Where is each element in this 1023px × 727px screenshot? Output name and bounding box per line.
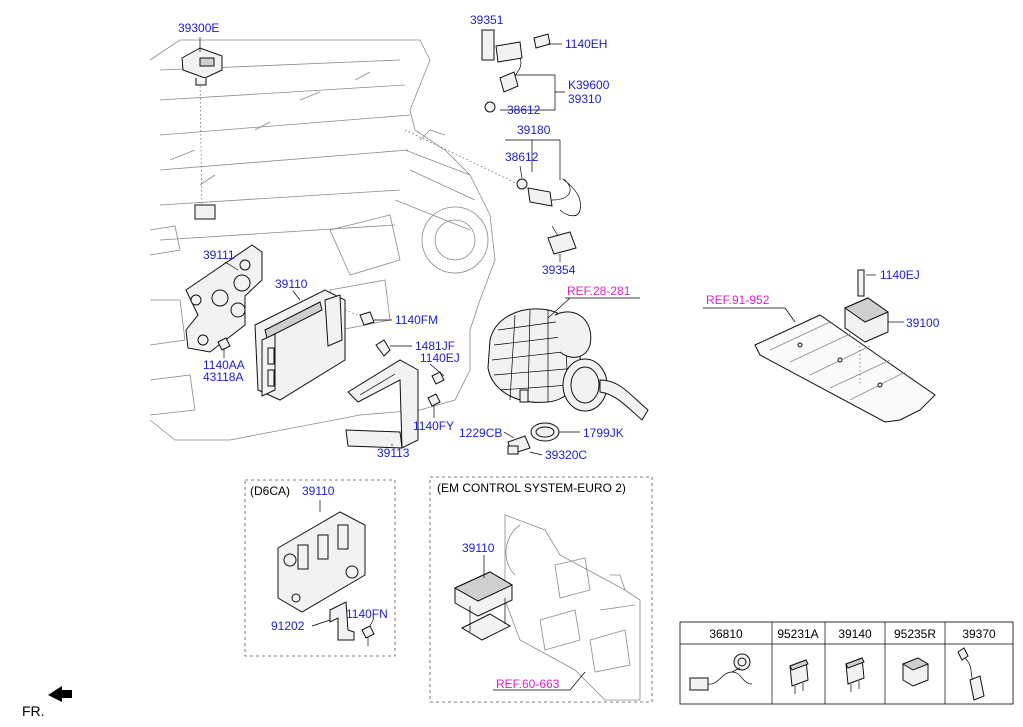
leader-39110 xyxy=(292,290,301,301)
label-38612-mid: 38612 xyxy=(505,150,539,164)
table-headers: 36810 95231A 39140 95235R 39370 xyxy=(709,627,996,641)
cab-panel-drawing xyxy=(504,514,641,701)
relay-39100-drawing xyxy=(843,269,890,385)
label-39354: 39354 xyxy=(542,263,576,277)
clip-1481JF-drawing xyxy=(375,339,391,357)
relay-95231A-icon xyxy=(789,659,809,694)
leader-sensor-dash xyxy=(404,129,521,186)
relay-95235R-icon xyxy=(901,657,930,687)
bolt-1140FM-drawing xyxy=(344,309,375,326)
sensor-39300E-drawing xyxy=(181,47,223,220)
label-d6ca-1140FN: 1140FN xyxy=(346,607,388,621)
floor-panel-drawing xyxy=(754,314,936,423)
ref-28-281[interactable]: REF.28-281 xyxy=(567,284,631,298)
engine-block-drawing xyxy=(149,39,496,441)
bolts-1140EJ-1140FY-drawing xyxy=(427,371,445,418)
label-39113: 39113 xyxy=(377,446,410,460)
ecu-d6ca-drawing xyxy=(277,511,366,613)
leader-1140FN xyxy=(369,617,375,627)
clamp-sensor-drawing xyxy=(507,422,560,455)
ecu-em-drawing xyxy=(453,571,514,641)
label-39100: 39100 xyxy=(906,316,940,330)
ecu-39110-drawing xyxy=(254,289,346,401)
leader-ref91-arrow xyxy=(784,307,796,323)
relay-39140-icon xyxy=(845,657,865,692)
sensor-39310-drawing xyxy=(481,29,551,113)
label-39320C: 39320C xyxy=(545,448,587,462)
label-1140EH: 1140EH xyxy=(565,37,607,51)
leader-39320C xyxy=(529,451,543,456)
label-39111: 39111 xyxy=(203,248,235,262)
harness-36810-icon xyxy=(689,653,753,691)
label-1140AA: 1140AA xyxy=(203,358,245,372)
label-38612-top: 38612 xyxy=(507,103,541,117)
leader-39111 xyxy=(224,261,239,271)
sensor-39370-icon xyxy=(957,647,985,701)
air-cleaner-drawing xyxy=(487,308,649,421)
label-1140FY: 1140FY xyxy=(413,419,454,433)
label-1229CB: 1229CB xyxy=(459,426,502,440)
bracket-91202-drawing xyxy=(329,601,375,646)
label-d6ca-39110: 39110 xyxy=(302,484,335,498)
label-1140FM: 1140FM xyxy=(395,313,438,327)
leader-K39600 xyxy=(500,74,565,111)
fr-arrow-icon xyxy=(48,686,72,702)
label-1140EJ-right: 1140EJ xyxy=(880,268,920,282)
label-39351: 39351 xyxy=(470,13,504,27)
table-header-4: 39370 xyxy=(962,627,996,641)
bracket-39113-drawing xyxy=(345,359,419,449)
label-1140EJ-left: 1140EJ xyxy=(420,351,460,365)
leader-1229CB xyxy=(503,431,515,439)
label-39310: 39310 xyxy=(568,92,602,106)
label-39180: 39180 xyxy=(517,123,551,137)
table-header-1: 95231A xyxy=(777,627,818,641)
leader-91202 xyxy=(311,619,331,627)
label-K39600: K39600 xyxy=(568,78,610,92)
fr-label: FR. xyxy=(22,703,45,719)
leader-39180 xyxy=(505,139,561,180)
em-control-frame xyxy=(429,476,653,703)
sensor-39180-drawing xyxy=(516,178,581,255)
leader-ref28-arrow xyxy=(547,297,571,319)
bolt-1140AA-drawing xyxy=(217,337,231,358)
leader-38612-mid xyxy=(519,165,523,179)
d6ca-frame xyxy=(244,479,396,657)
label-1481JF: 1481JF xyxy=(415,339,455,353)
d6ca-title: (D6CA) xyxy=(250,484,290,498)
table-header-3: 95235R xyxy=(894,627,936,641)
label-39300E: 39300E xyxy=(178,21,219,35)
label-39110: 39110 xyxy=(275,277,308,291)
table-header-2: 39140 xyxy=(838,627,872,641)
leader-ref60-arrow xyxy=(569,671,586,691)
leader-39300E-dash xyxy=(199,77,203,216)
leader-1140EJ-left xyxy=(429,363,445,377)
label-em-39110: 39110 xyxy=(462,541,495,555)
em-control-title: (EM CONTROL SYSTEM-EURO 2) xyxy=(437,481,626,495)
label-1799JK: 1799JK xyxy=(583,426,624,440)
label-43118A: 43118A xyxy=(203,370,243,384)
parts-table: 36810 95231A 39140 95235R 39370 xyxy=(679,621,1014,705)
ref-60-663[interactable]: REF.60-663 xyxy=(496,677,560,691)
ref-91-952[interactable]: REF.91-952 xyxy=(706,293,770,307)
gasket-39111-drawing xyxy=(185,244,263,353)
label-d6ca-91202: 91202 xyxy=(271,619,305,633)
table-header-0: 36810 xyxy=(709,627,743,641)
